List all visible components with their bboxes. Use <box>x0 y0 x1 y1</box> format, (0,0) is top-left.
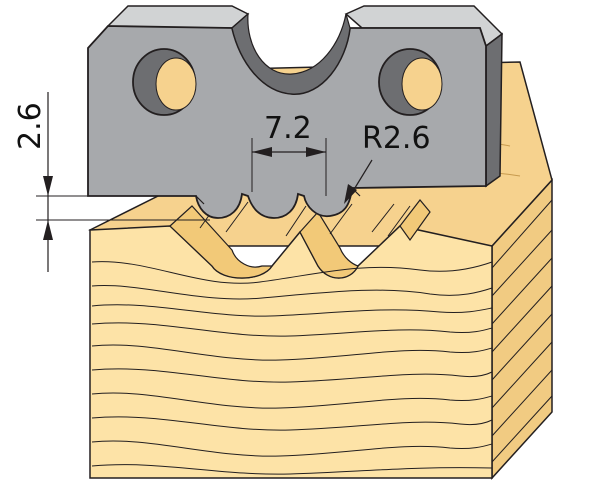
groove-profile <box>169 199 431 279</box>
radius-arrow <box>344 184 357 204</box>
depth-arrow-top <box>43 176 53 196</box>
dimension-pitch: 7.2 <box>251 111 327 196</box>
pitch-arrow-left <box>252 147 272 157</box>
blade-center-cutout <box>231 12 351 95</box>
radius-label: R2.6 <box>362 121 431 156</box>
depth-label: 2.6 <box>13 102 48 150</box>
wood-right-grain <box>491 199 553 463</box>
mounting-hole-right <box>378 48 443 116</box>
wood-front-face <box>89 225 493 479</box>
cutter-blade <box>87 5 504 219</box>
blade-side-bevel <box>485 32 503 188</box>
dimension-depth: 2.6 <box>13 92 210 272</box>
pitch-label: 7.2 <box>264 111 312 146</box>
dimension-radius: R2.6 <box>344 121 431 204</box>
blade-top-bevel-left <box>106 5 250 29</box>
pitch-arrow-right <box>306 147 326 157</box>
depth-arrow-bottom <box>43 220 53 240</box>
wood-front-grain <box>91 261 493 475</box>
mounting-hole-left <box>132 48 197 116</box>
